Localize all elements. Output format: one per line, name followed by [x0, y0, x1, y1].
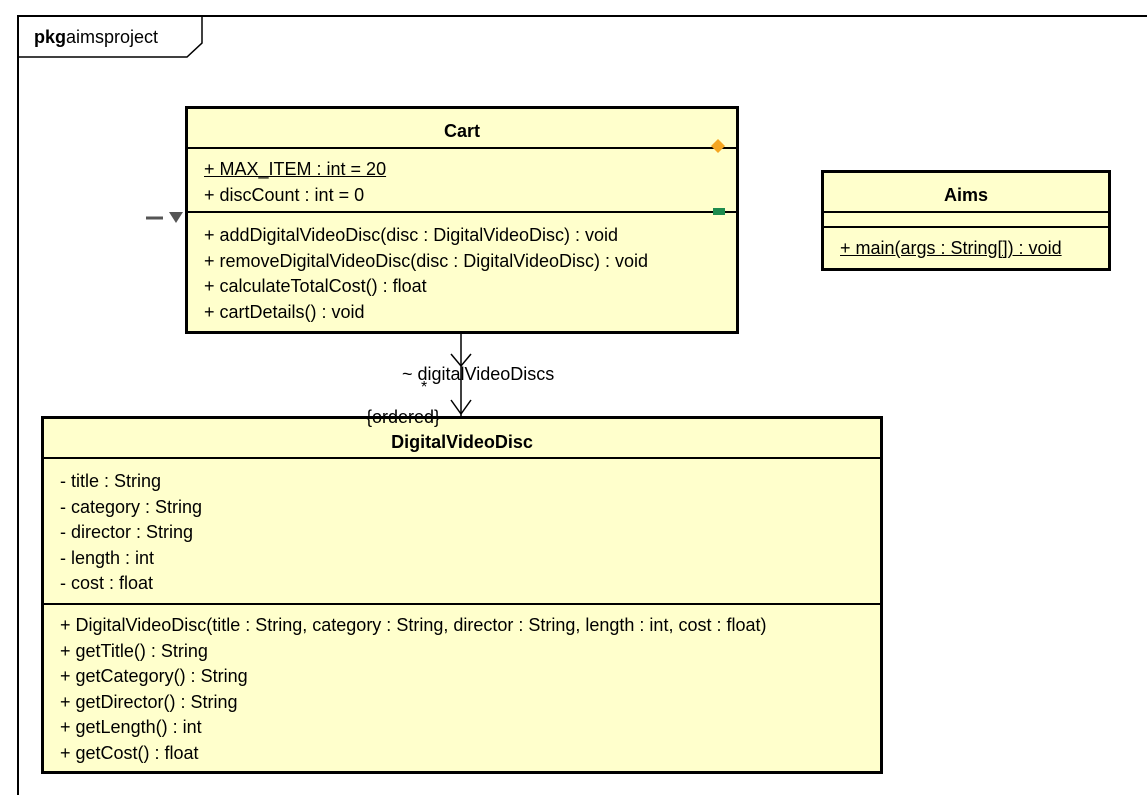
- class-cart[interactable]: Cart + MAX_ITEM : int = 20 + discCount :…: [185, 106, 739, 334]
- attributes-compartment-digital-video-disc: - title : String - category : String - d…: [44, 457, 880, 603]
- orange-diamond-icon: [711, 139, 725, 153]
- operations-compartment-cart: + addDigitalVideoDisc(disc : DigitalVide…: [188, 211, 736, 325]
- class-aims[interactable]: Aims + main(args : String[]) : void: [821, 170, 1111, 271]
- attributes-compartment-aims: [824, 211, 1108, 226]
- attributes-compartment-cart: + MAX_ITEM : int = 20 + discCount : int …: [188, 147, 736, 211]
- green-rect-icon: [713, 208, 725, 215]
- package-keyword: pkg: [34, 27, 67, 47]
- operation-cart-details[interactable]: + cartDetails() : void: [204, 301, 365, 322]
- operation-get-cost[interactable]: + getCost() : float: [60, 742, 199, 763]
- class-name-aims: Aims: [943, 185, 988, 205]
- operations-compartment-digital-video-disc: + DigitalVideoDisc(title : String, categ…: [44, 603, 880, 766]
- operation-get-title[interactable]: + getTitle() : String: [60, 640, 208, 661]
- attribute-category[interactable]: - category : String: [60, 496, 203, 517]
- association-constraint-label: {ordered}: [366, 407, 441, 427]
- package-tab[interactable]: [17, 15, 207, 59]
- package-tab-shape: [17, 15, 203, 58]
- attribute-cost[interactable]: - cost : float: [60, 573, 154, 593]
- navigability-arrow-head: [450, 399, 472, 416]
- operation-get-length[interactable]: + getLength() : int: [60, 717, 202, 737]
- operation-constructor[interactable]: + DigitalVideoDisc(title : String, categ…: [60, 615, 767, 635]
- attribute-director[interactable]: - director : String: [60, 522, 194, 542]
- attribute-title[interactable]: - title : String: [60, 471, 162, 491]
- association-multiplicity-label: *: [421, 379, 428, 396]
- package-name: aimsproject: [66, 27, 159, 47]
- attribute-max-item[interactable]: + MAX_ITEM : int = 20: [204, 159, 387, 179]
- package-label: pkgaimsproject: [34, 27, 158, 48]
- attribute-length[interactable]: - length : int: [60, 547, 155, 568]
- class-name-cart: Cart: [443, 121, 480, 141]
- operation-get-category[interactable]: + getCategory() : String: [60, 666, 248, 686]
- expand-triangle-icon[interactable]: [169, 212, 183, 223]
- operation-get-director[interactable]: + getDirector() : String: [60, 691, 238, 712]
- operations-compartment-aims: + main(args : String[]) : void: [824, 226, 1108, 262]
- attribute-disc-count[interactable]: + discCount : int = 0: [204, 184, 365, 205]
- class-digital-video-disc[interactable]: DigitalVideoDisc - title : String - cate…: [41, 416, 883, 774]
- operation-main[interactable]: + main(args : String[]) : void: [840, 238, 1062, 258]
- association-role-label: ~ digitalVideoDiscs: [402, 364, 555, 384]
- operation-calculate-total-cost[interactable]: + calculateTotalCost() : float: [204, 276, 427, 296]
- operation-remove-digital-video-disc[interactable]: + removeDigitalVideoDisc(disc : DigitalV…: [204, 250, 649, 271]
- navigability-arrow-upper: [450, 353, 472, 368]
- operation-add-digital-video-disc[interactable]: + addDigitalVideoDisc(disc : DigitalVide…: [204, 225, 619, 245]
- class-name-digital-video-disc: DigitalVideoDisc: [391, 432, 533, 452]
- package-frame: [17, 15, 1147, 795]
